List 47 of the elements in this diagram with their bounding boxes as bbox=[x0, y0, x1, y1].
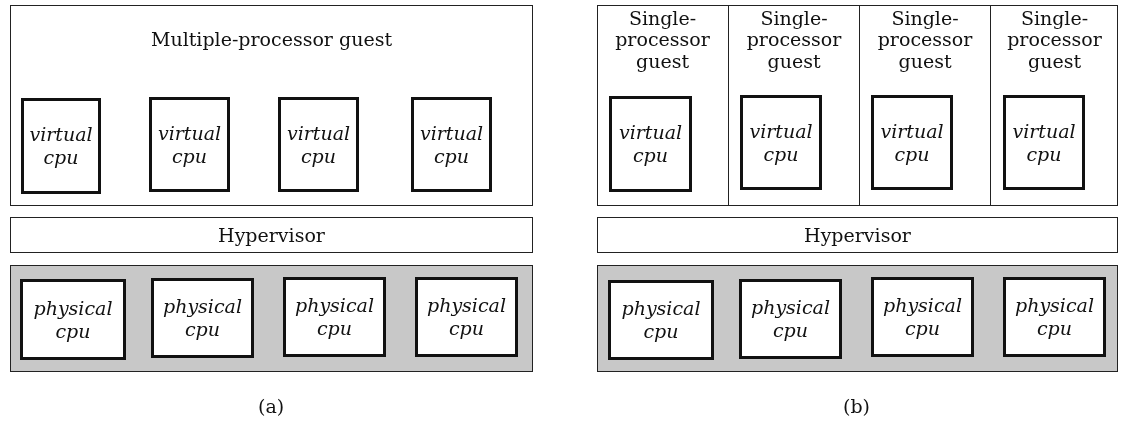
cpu-label: physical cpu bbox=[882, 294, 963, 340]
panel-caption: (b) bbox=[843, 395, 870, 417]
cpu-box bbox=[871, 95, 953, 190]
cpu-label: physical cpu bbox=[426, 294, 507, 340]
cpu-box bbox=[415, 277, 518, 357]
panel-caption: (a) bbox=[258, 395, 285, 417]
hypervisor-label: Hypervisor bbox=[218, 223, 325, 247]
cpu-box bbox=[20, 279, 126, 360]
cpu-label: virtual cpu bbox=[879, 119, 945, 166]
cpu-label: virtual cpu bbox=[617, 121, 684, 167]
cpu-label: virtual cpu bbox=[285, 121, 352, 168]
cpu-box bbox=[278, 97, 359, 192]
hypervisor-label: Hypervisor bbox=[804, 223, 911, 247]
cpu-label: physical cpu bbox=[294, 294, 375, 340]
guest-title: Single-processor guest bbox=[614, 8, 711, 73]
cpu-box bbox=[609, 96, 692, 192]
hypervisor-bar bbox=[10, 217, 533, 253]
cpu-label: physical cpu bbox=[162, 295, 243, 341]
host-panel bbox=[597, 265, 1118, 372]
guest-title: Single-processor guest bbox=[745, 8, 843, 73]
guest-title: Single-processor guest bbox=[1006, 8, 1103, 73]
cpu-box bbox=[608, 280, 714, 360]
cpu-label: physical cpu bbox=[620, 297, 702, 343]
cpu-box bbox=[1003, 277, 1106, 357]
cpu-box bbox=[283, 277, 386, 357]
cpu-label: physical cpu bbox=[1014, 294, 1095, 340]
guest-box bbox=[10, 5, 533, 206]
host-panel bbox=[10, 265, 533, 372]
cpu-label: physical cpu bbox=[32, 296, 114, 343]
cpu-label: physical cpu bbox=[750, 296, 831, 342]
cpu-label: virtual cpu bbox=[1011, 119, 1077, 166]
guests-frame bbox=[597, 5, 1118, 206]
cpu-label: virtual cpu bbox=[418, 121, 485, 168]
cpu-label: virtual cpu bbox=[28, 123, 94, 169]
cpu-box bbox=[411, 97, 492, 192]
cpu-box bbox=[1003, 95, 1085, 190]
hypervisor-bar bbox=[597, 217, 1118, 253]
cpu-box bbox=[740, 95, 822, 190]
cpu-box bbox=[21, 98, 101, 194]
cpu-label: virtual cpu bbox=[156, 121, 223, 168]
cpu-box bbox=[149, 97, 230, 192]
cpu-label: virtual cpu bbox=[748, 119, 814, 166]
cpu-box bbox=[739, 279, 842, 359]
guest-title: Multiple-processor guest bbox=[149, 28, 393, 51]
guest-title: Single-processor guest bbox=[876, 8, 974, 73]
cpu-box bbox=[871, 277, 974, 357]
cpu-box bbox=[151, 278, 254, 358]
